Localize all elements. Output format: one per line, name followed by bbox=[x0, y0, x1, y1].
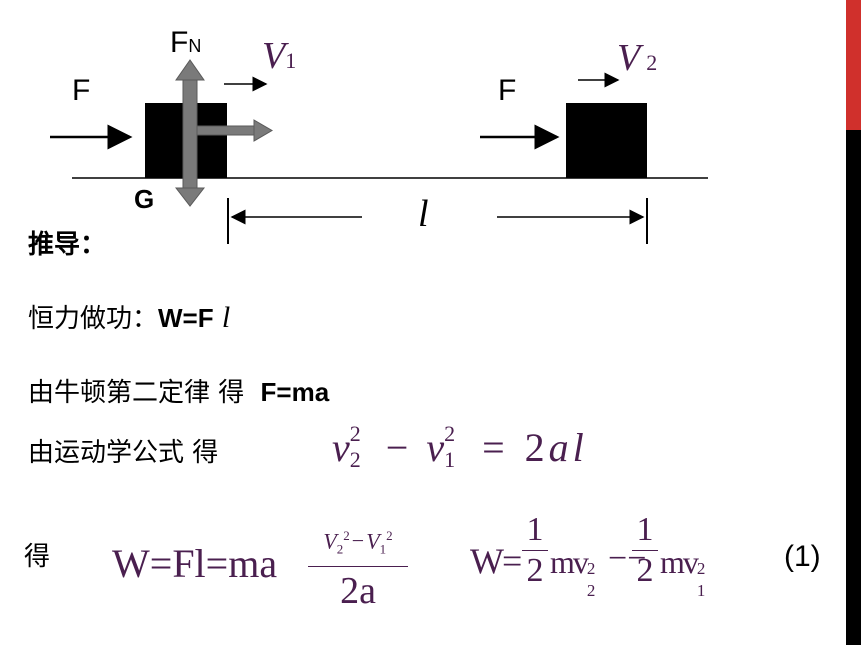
equation-number: (1) bbox=[784, 540, 821, 573]
work-formula-fraction: V22−V12 2a bbox=[308, 524, 408, 615]
block-right bbox=[566, 103, 647, 178]
physics-diagram bbox=[50, 59, 708, 244]
accent-bar-red bbox=[846, 0, 861, 130]
velocity-label-1: V1 bbox=[262, 35, 297, 77]
normal-force-label: FN bbox=[170, 26, 202, 59]
work-line: 恒力做功：W=F l bbox=[28, 301, 231, 334]
force-vectors bbox=[174, 59, 273, 207]
fraction-denominator: 2a bbox=[340, 569, 376, 612]
kinetic-fraction-1: 1 2 bbox=[522, 510, 548, 591]
derivation-title: 推导： bbox=[28, 230, 107, 260]
kinematics-line: 由运动学公式 得 bbox=[28, 438, 219, 468]
gravity-label: G bbox=[134, 184, 155, 214]
kinetic-fraction-2: 1 2 bbox=[632, 510, 658, 591]
accent-bar-black bbox=[846, 130, 861, 645]
newton-line: 由牛顿第二定律 得 F=ma bbox=[28, 377, 330, 408]
result-prefix: 得 bbox=[24, 542, 51, 572]
fraction-numerator: V22−V12 bbox=[308, 524, 408, 567]
force-label-right: F bbox=[498, 74, 517, 107]
kinetic-formula-lhs: W= bbox=[470, 541, 522, 581]
displacement-label: l bbox=[418, 193, 429, 235]
work-formula-lhs: W=Fl=ma bbox=[112, 541, 278, 586]
force-label-left: F bbox=[72, 74, 91, 107]
kinetic-minus: −− bbox=[608, 540, 647, 577]
